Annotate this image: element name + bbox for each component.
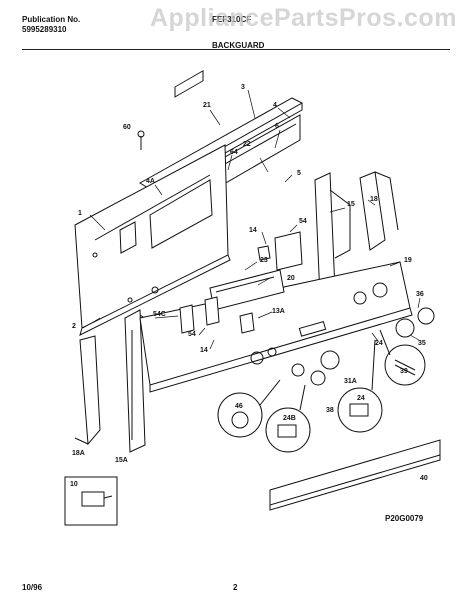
detail-bubble-indicator-light: [217, 379, 281, 438]
knob-row: [291, 307, 435, 386]
callout-46: 46: [235, 403, 243, 410]
callout-14: 14: [249, 227, 257, 234]
callout-15a: 15A: [115, 457, 128, 464]
callout-5: 5: [297, 170, 301, 177]
bottom-trim-strip: [269, 439, 441, 511]
watermark: AppliancePartsPros.com: [150, 4, 457, 32]
callout-1: 1: [78, 210, 82, 217]
callout-54c: 54C: [153, 311, 166, 318]
header-rule: [22, 49, 450, 50]
callout-18: 18: [370, 196, 378, 203]
page-number: 2: [233, 583, 238, 592]
callout-31a: 31A: [344, 378, 357, 385]
callout-54: 54: [299, 218, 307, 225]
right-end-cap: [359, 171, 399, 251]
callout-20: 20: [287, 275, 295, 282]
callout-23: 23: [260, 257, 268, 264]
publication-number: 5995289310: [22, 25, 67, 34]
footer-date: 10/96: [22, 583, 43, 592]
callout-3: 3: [241, 84, 245, 91]
section-title: BACKGUARD: [212, 41, 265, 50]
drawing-code: P20G0079: [385, 514, 424, 523]
callout-14-lower: 14: [200, 347, 208, 354]
detail-bubble-rocker-switch-24b: [265, 384, 311, 453]
callout-13a: 13A: [272, 308, 285, 315]
publication-label: Publication No.: [22, 15, 81, 24]
screw-60: [137, 130, 145, 150]
callout-64: 64: [230, 149, 238, 156]
callout-39: 39: [400, 368, 408, 375]
callout-10: 10: [70, 481, 78, 488]
callout-24: 24: [375, 340, 383, 347]
model-number: FEF310CF: [212, 15, 252, 24]
callout-60: 60: [123, 124, 131, 131]
callout-4: 4: [273, 102, 277, 109]
callout-22: 22: [243, 141, 251, 148]
callout-15: 15: [347, 201, 355, 208]
callout-21: 21: [203, 102, 211, 109]
control-panel: [139, 261, 413, 393]
callout-35: 35: [418, 340, 426, 347]
detail-bubble-lamp-socket: [379, 329, 426, 386]
callout-19: 19: [404, 257, 412, 264]
callout-2: 2: [72, 323, 76, 330]
detail-bubble-rocker-switch-24: [337, 339, 383, 433]
backguard-main-panel: [74, 144, 231, 336]
callout-4a: 4A: [146, 178, 155, 185]
callout-24-bubble: 24: [357, 395, 365, 402]
callout-40: 40: [420, 475, 428, 482]
inset-wiring-box: [64, 476, 118, 526]
switch-group: [179, 231, 303, 334]
callout-54-lower: 54: [188, 331, 196, 338]
left-end-cap: [74, 335, 101, 446]
callout-38: 38: [326, 407, 334, 414]
callout-24b: 24B: [283, 415, 296, 422]
callout-6: 6: [275, 123, 279, 130]
callout-36: 36: [416, 291, 424, 298]
callout-18a: 18A: [72, 450, 85, 457]
